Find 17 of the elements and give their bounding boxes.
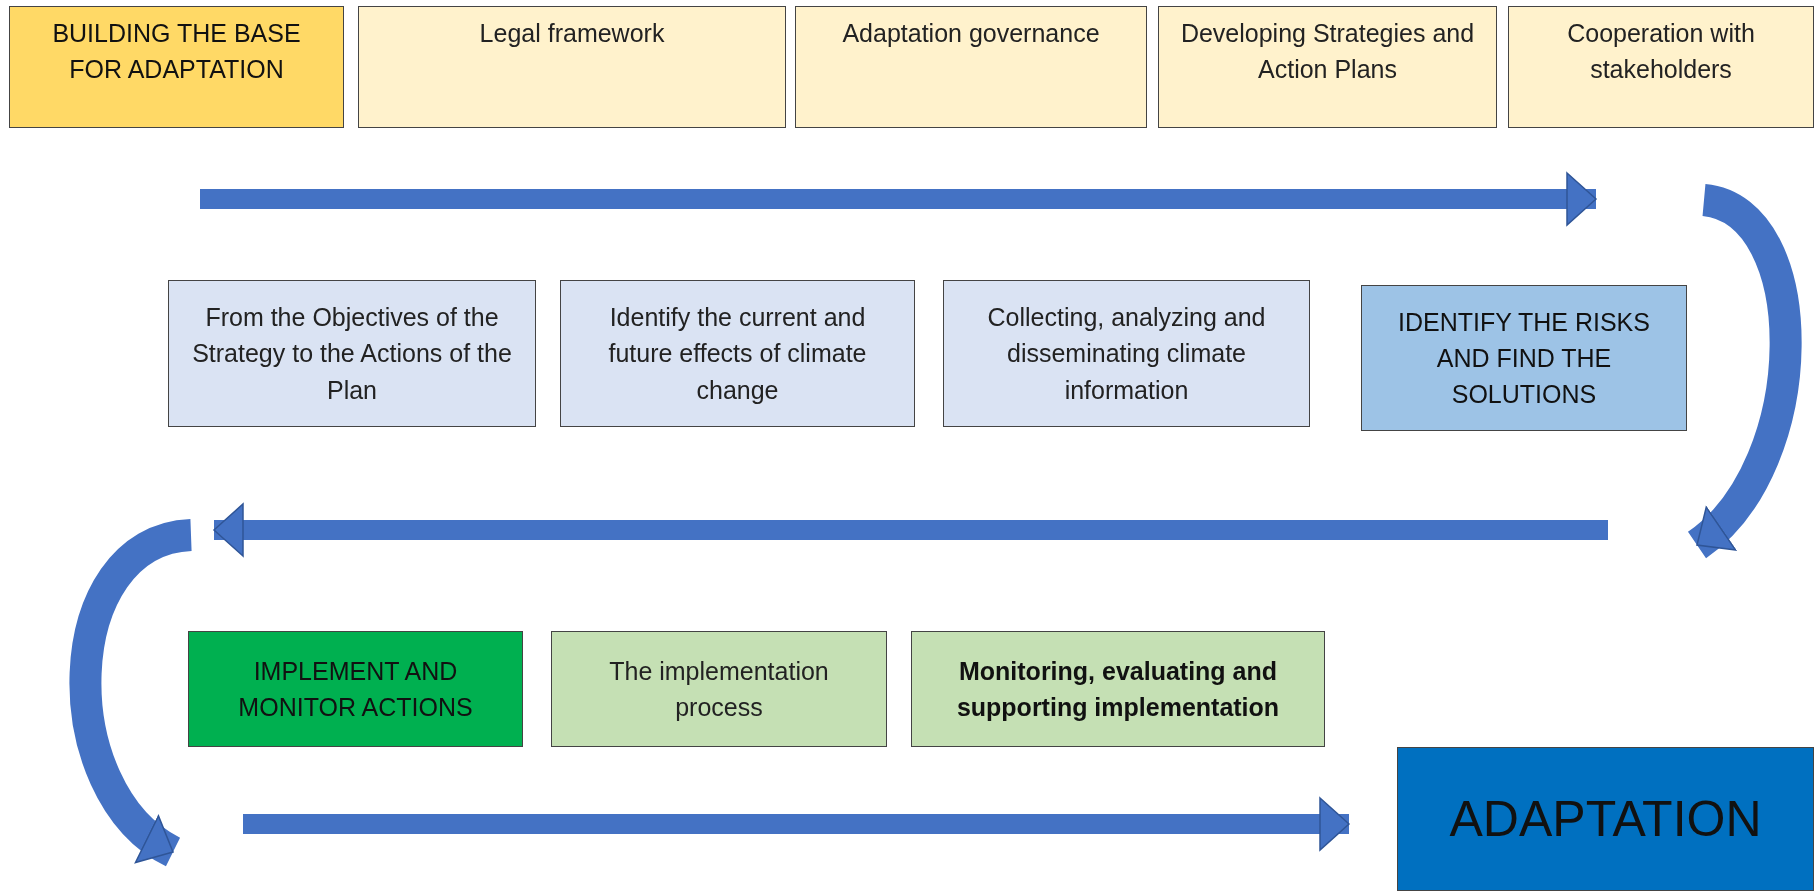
implement-stage-box: IMPLEMENT AND MONITOR ACTIONS <box>188 631 523 747</box>
topic-box: Developing Strategies and Action Plans <box>1158 6 1497 128</box>
curved-arrow <box>69 519 195 866</box>
topic-box: Legal framework <box>358 6 786 128</box>
topic-box: Cooperation with stakeholders <box>1508 6 1814 128</box>
topic-box: Adaptation governance <box>795 6 1147 128</box>
topic-box: From the Objectives of the Strategy to the Actions of the Plan <box>168 280 536 427</box>
topic-box: Monitoring, evaluating and supporting implementation <box>911 631 1325 747</box>
topic-box: The implementation process <box>551 631 887 747</box>
goal-box: ADAPTATION <box>1397 747 1814 891</box>
risk-stage-box: IDENTIFY THE RISKS AND FIND THE SOLUTIONS <box>1361 285 1687 431</box>
base-stage-box: BUILDING THE BASE FOR ADAPTATION <box>9 6 344 128</box>
block-arrow <box>213 503 1608 557</box>
block-arrow <box>243 797 1350 851</box>
topic-box: Identify the current and future effects of climate change <box>560 280 915 427</box>
block-arrow <box>200 172 1597 226</box>
topic-box: Collecting, analyzing and disseminating climate information <box>943 280 1310 427</box>
